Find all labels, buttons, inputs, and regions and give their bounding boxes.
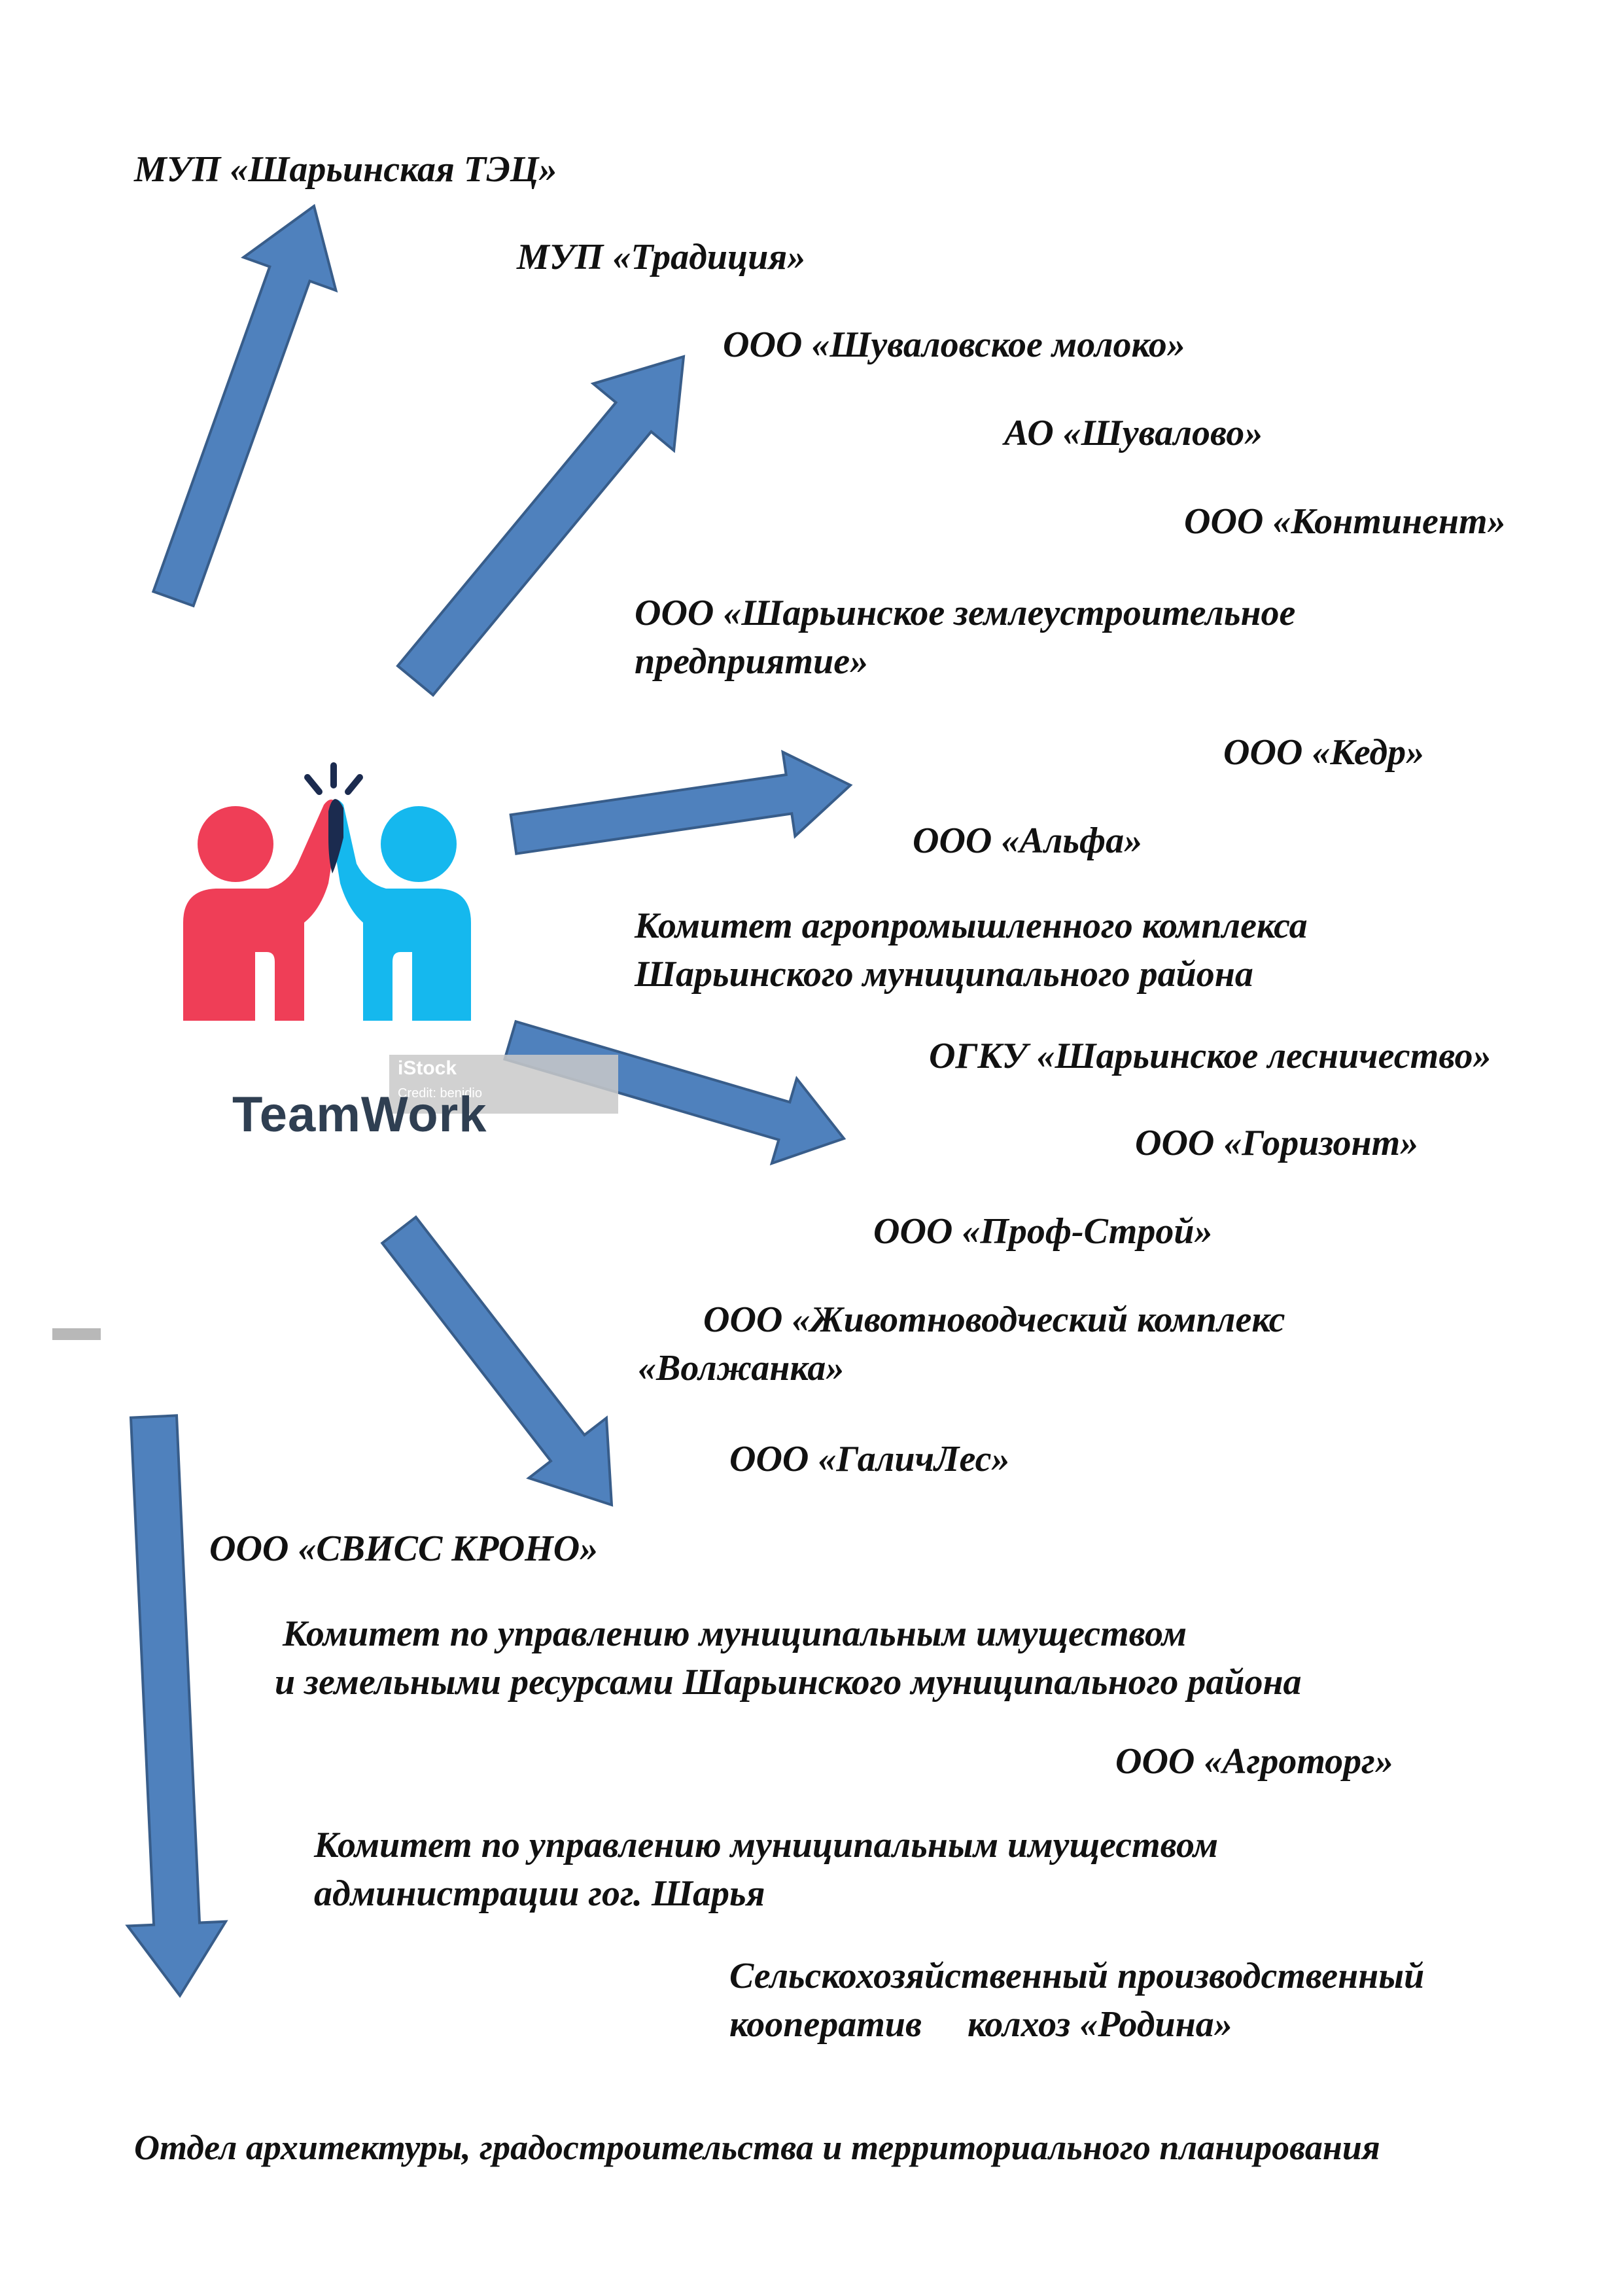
label-zemleustroitelnoe-line2: предприятие» xyxy=(635,641,869,682)
label-agrotorg: ООО «Агроторг» xyxy=(1115,1741,1393,1782)
label-komitet-gog-line1: Комитет по управлению муниципальным имущ… xyxy=(314,1825,1219,1865)
label-zemleustroitelnoe-line1: ООО «Шарьинское землеустроительное xyxy=(635,593,1296,633)
label-komitet-gog-line2: администрации гог. Шарья xyxy=(314,1873,765,1914)
arrow-to-kedr xyxy=(509,749,853,855)
label-kolhoz-rodina-line2: кооператив колхоз «Родина» xyxy=(729,2004,1232,2045)
label-volzhanka: ООО «Животноводческий комплекс «Волжанка… xyxy=(638,1296,1285,1392)
arrow-down-left xyxy=(125,1414,228,1998)
hands-overlap xyxy=(328,799,343,874)
label-kolhoz-rodina-line1: Сельскохозяйственный производственный xyxy=(729,1956,1425,1996)
label-komitet-apk-line2: Шарьинского муниципального района xyxy=(635,954,1253,995)
label-shuvalovskoe-moloko: ООО «Шуваловское молоко» xyxy=(723,325,1185,365)
label-kontinent: ООО «Континент» xyxy=(1184,501,1506,542)
label-komitet-imushchestvo-line1: Комитет по управлению муниципальным имущ… xyxy=(283,1614,1187,1654)
label-komitet-apk: Комитет агропромышленного комплекса Шарь… xyxy=(635,902,1308,998)
label-swiss-krono: ООО «СВИСС КРОНО» xyxy=(209,1528,599,1569)
arrow-to-mup-tec xyxy=(151,203,338,608)
person-left-body xyxy=(183,800,340,1021)
arrow-to-shuvalovskoe-moloko xyxy=(396,355,686,698)
label-ao-shuvalovo: АО «Шувалово» xyxy=(1004,413,1263,453)
istock-credit: Credit: benidio xyxy=(398,1086,482,1101)
label-mup-tradiciya: МУП «Традиция» xyxy=(517,237,806,277)
sparkle-lines xyxy=(304,762,363,795)
istock-watermark xyxy=(389,1055,618,1114)
label-mup-tec: МУП «Шарьинская ТЭЦ» xyxy=(134,149,557,190)
person-left-head xyxy=(198,806,273,882)
teamwork-logo xyxy=(183,762,471,1021)
label-gorizont: ООО «Горизонт» xyxy=(1135,1123,1419,1163)
person-right-head xyxy=(381,806,457,882)
label-kedr: ООО «Кедр» xyxy=(1223,732,1425,773)
label-otdel-arhitektury: Отдел архитектуры, градостроительства и … xyxy=(134,2128,1380,2167)
person-right-body xyxy=(328,800,471,1021)
label-prof-stroy: ООО «Проф-Строй» xyxy=(873,1211,1213,1252)
label-kolhoz-rodina: Сельскохозяйственный производственный ко… xyxy=(729,1952,1424,2049)
person-right-icon xyxy=(328,800,471,1021)
teamwork-logo-text: TeamWork xyxy=(232,1087,487,1142)
label-alfa: ООО «Альфа» xyxy=(913,821,1143,861)
istock-name: iStock xyxy=(398,1057,457,1079)
person-left-icon xyxy=(183,800,340,1021)
label-komitet-gog: Комитет по управлению муниципальным имущ… xyxy=(314,1821,1218,1918)
label-komitet-apk-line1: Комитет агропромышленного комплекса xyxy=(635,906,1308,946)
label-komitet-imushchestvo: Комитет по управлению муниципальным имущ… xyxy=(275,1610,1302,1706)
label-volzhanka-line2: «Волжанка» xyxy=(638,1348,845,1388)
label-lesnichestvo: ОГКУ «Шарьинское лесничество» xyxy=(929,1036,1492,1076)
label-komitet-imushchestvo-line2: и земельными ресурсами Шарьинского муниц… xyxy=(275,1662,1302,1703)
label-zemleustroitelnoe: ООО «Шарьинское землеустроительное предп… xyxy=(635,589,1295,686)
side-watermark-tag xyxy=(52,1328,101,1340)
arrow-to-galichles xyxy=(380,1215,614,1507)
label-volzhanka-line1: ООО «Животноводческий комплекс xyxy=(703,1299,1285,1340)
label-galichles: ООО «ГаличЛес» xyxy=(729,1439,1010,1479)
